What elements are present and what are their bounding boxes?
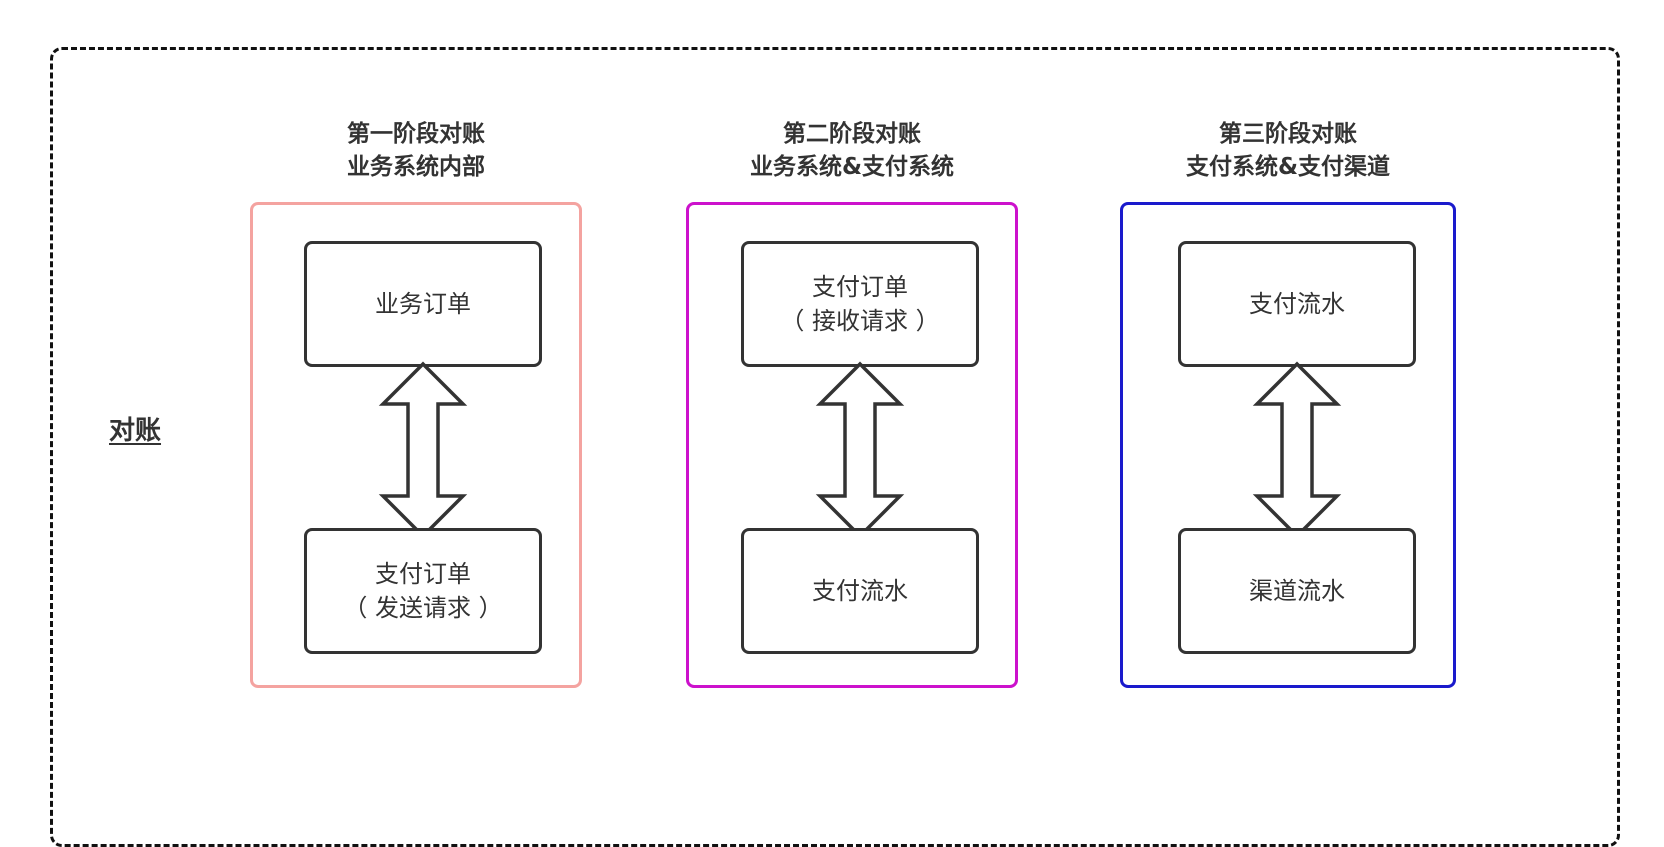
stage-2-double-arrow-icon: [815, 361, 905, 539]
stage-1-box: [250, 202, 582, 688]
stage-1-double-arrow-icon: [378, 361, 468, 539]
stage-2-top-node-line2: （ 接收请求 ）: [780, 307, 940, 335]
stage-1-bottom-node-line1: 支付订单: [375, 560, 471, 588]
stage-2-title: 第二阶段对账 业务系统&支付系统: [686, 118, 1018, 184]
stage-2-bottom-node-line1: 支付流水: [812, 577, 908, 605]
stage-3-top-node: 支付流水: [1178, 241, 1416, 367]
stage-2-title-line1: 第二阶段对账: [783, 121, 921, 147]
stage-2-top-node: 支付订单 （ 接收请求 ）: [741, 241, 979, 367]
stage-2-top-node-line1: 支付订单: [812, 273, 908, 301]
stage-1-title-line1: 第一阶段对账: [347, 121, 485, 147]
stage-3-title-line1: 第三阶段对账: [1219, 121, 1357, 147]
stage-3-double-arrow-icon: [1252, 361, 1342, 539]
stage-1-bottom-node: 支付订单 （ 发送请求 ）: [304, 528, 542, 654]
stage-1-top-node: 业务订单: [304, 241, 542, 367]
stage-2-bottom-node: 支付流水: [741, 528, 979, 654]
stage-3-title: 第三阶段对账 支付系统&支付渠道: [1120, 118, 1456, 184]
stage-2-box: [686, 202, 1018, 688]
stage-1-title: 第一阶段对账 业务系统内部: [250, 118, 582, 184]
stage-3-top-node-line1: 支付流水: [1249, 290, 1345, 318]
stage-2-title-line2: 业务系统&支付系统: [749, 154, 955, 180]
stage-3-bottom-node-line1: 渠道流水: [1249, 577, 1345, 605]
stage-3-bottom-node: 渠道流水: [1178, 528, 1416, 654]
stage-3-box: [1120, 202, 1456, 688]
stage-1-bottom-node-line2: （ 发送请求 ）: [343, 594, 503, 622]
section-label: 对账: [109, 416, 162, 446]
stage-1-top-node-line1: 业务订单: [375, 290, 471, 318]
stage-1-title-line2: 业务系统内部: [347, 154, 485, 180]
stage-3-title-line2: 支付系统&支付渠道: [1185, 154, 1391, 180]
